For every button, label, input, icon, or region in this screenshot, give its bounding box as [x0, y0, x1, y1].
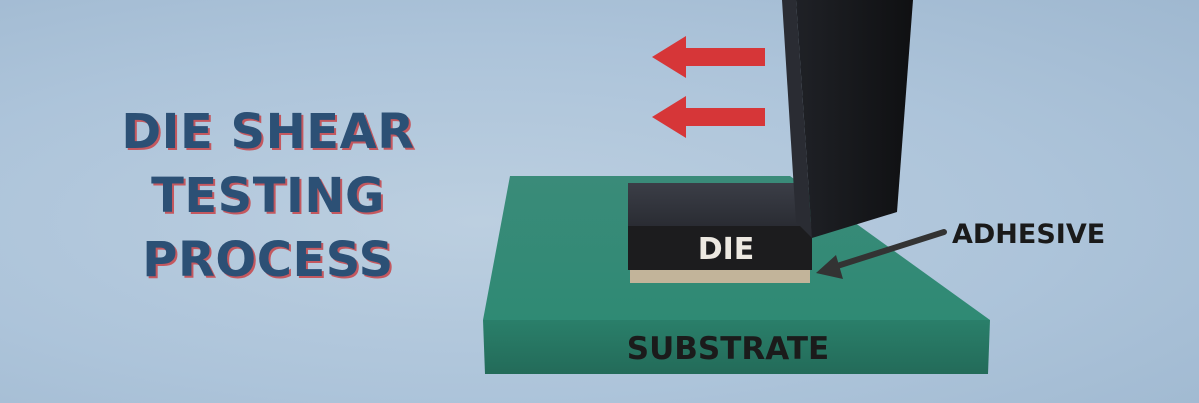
adhesive-label: ADHESIVE — [952, 219, 1105, 250]
die-label: DIE — [698, 232, 755, 267]
substrate-front-face — [483, 320, 990, 374]
die-top-face — [628, 183, 812, 226]
force-arrow-icon — [652, 36, 765, 78]
substrate-label: SUBSTRATE — [627, 331, 829, 367]
die-front-face — [628, 226, 812, 270]
adhesive-layer — [630, 270, 810, 283]
force-arrow-icon — [652, 96, 765, 138]
die — [628, 183, 812, 270]
shear-tool-side-face — [782, 0, 812, 238]
title-line-2: TESTING — [151, 168, 385, 224]
shear-tool — [782, 0, 913, 238]
title-line-3: PROCESS — [142, 232, 394, 288]
adhesive-pointer-icon — [816, 229, 947, 279]
shear-tool-front-face — [796, 0, 913, 238]
title-line-1: DIE SHEAR — [121, 104, 415, 160]
